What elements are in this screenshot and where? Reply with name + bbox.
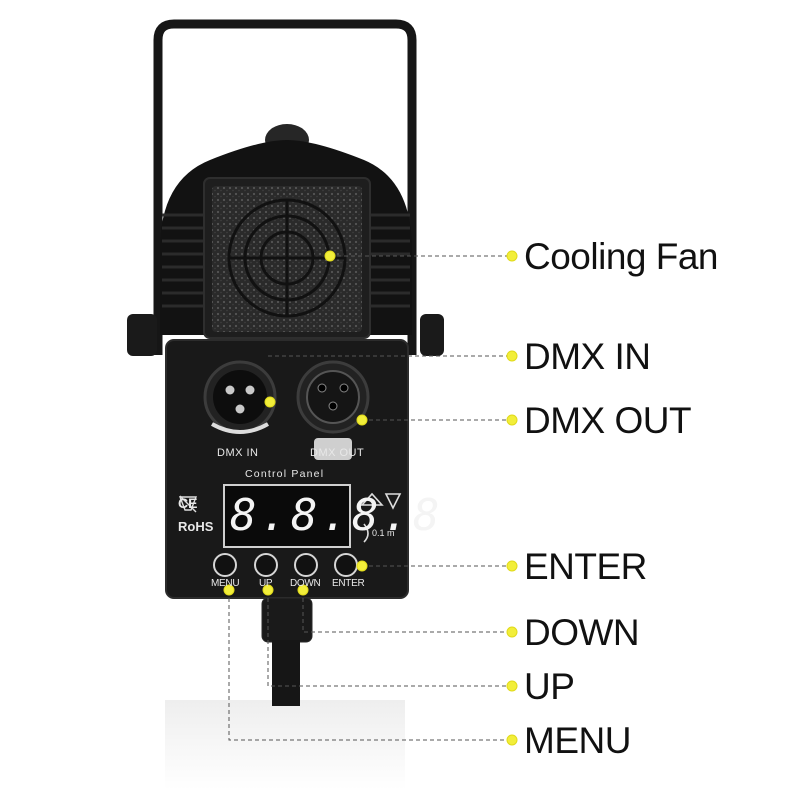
enter-button-knob bbox=[334, 553, 358, 577]
callout-dmx-out: DMX OUT bbox=[524, 400, 692, 441]
callout-dmx-in: DMX IN bbox=[524, 336, 651, 377]
down-button-knob bbox=[294, 553, 318, 577]
cooling-fan-marker bbox=[324, 250, 336, 262]
callout-enter: ENTER bbox=[524, 546, 647, 587]
callout-down: DOWN bbox=[524, 612, 640, 653]
dmx-out-panel-label: DMX OUT bbox=[310, 447, 365, 459]
warning-triangle-icon bbox=[384, 493, 402, 510]
menu-marker bbox=[223, 584, 235, 596]
distance-label: 0.1 m bbox=[372, 528, 395, 538]
markers bbox=[223, 250, 518, 746]
dmx-in-marker bbox=[264, 396, 276, 408]
menu-button-label: MENU bbox=[211, 578, 240, 589]
up-button-label: UP bbox=[259, 578, 273, 589]
right-knob bbox=[420, 314, 444, 356]
down-button-label: DOWN bbox=[290, 578, 321, 589]
callout-cooling-fan: Cooling Fan bbox=[524, 236, 719, 277]
menu-button-knob bbox=[213, 553, 237, 577]
callout-menu: MENU bbox=[524, 720, 631, 761]
control-panel-title: Control Panel bbox=[245, 468, 325, 480]
up-button-knob bbox=[254, 553, 278, 577]
cable-gland bbox=[261, 597, 313, 643]
down-marker bbox=[297, 584, 309, 596]
left-knob bbox=[127, 314, 157, 356]
display-window bbox=[223, 484, 351, 548]
dmx-out-marker bbox=[356, 414, 368, 426]
yoke-bracket bbox=[153, 19, 417, 355]
distance-icon bbox=[363, 523, 369, 543]
dmx-out-latch bbox=[314, 438, 352, 460]
enter-button-label: ENTER bbox=[332, 578, 365, 589]
enter-marker bbox=[356, 560, 368, 572]
up-marker bbox=[262, 584, 274, 596]
ce-mark: CE bbox=[178, 495, 198, 511]
power-cable bbox=[272, 640, 300, 706]
callout-up: UP bbox=[524, 666, 575, 707]
rohs-mark: RoHS bbox=[178, 519, 214, 534]
leader-lines bbox=[228, 255, 510, 741]
indoor-use-icon bbox=[360, 492, 384, 506]
led-display: 8.8.8.8 bbox=[230, 490, 444, 541]
floor-reflection bbox=[165, 700, 405, 790]
dmx-in-panel-label: DMX IN bbox=[217, 447, 259, 459]
weee-bin-icon bbox=[178, 496, 198, 511]
